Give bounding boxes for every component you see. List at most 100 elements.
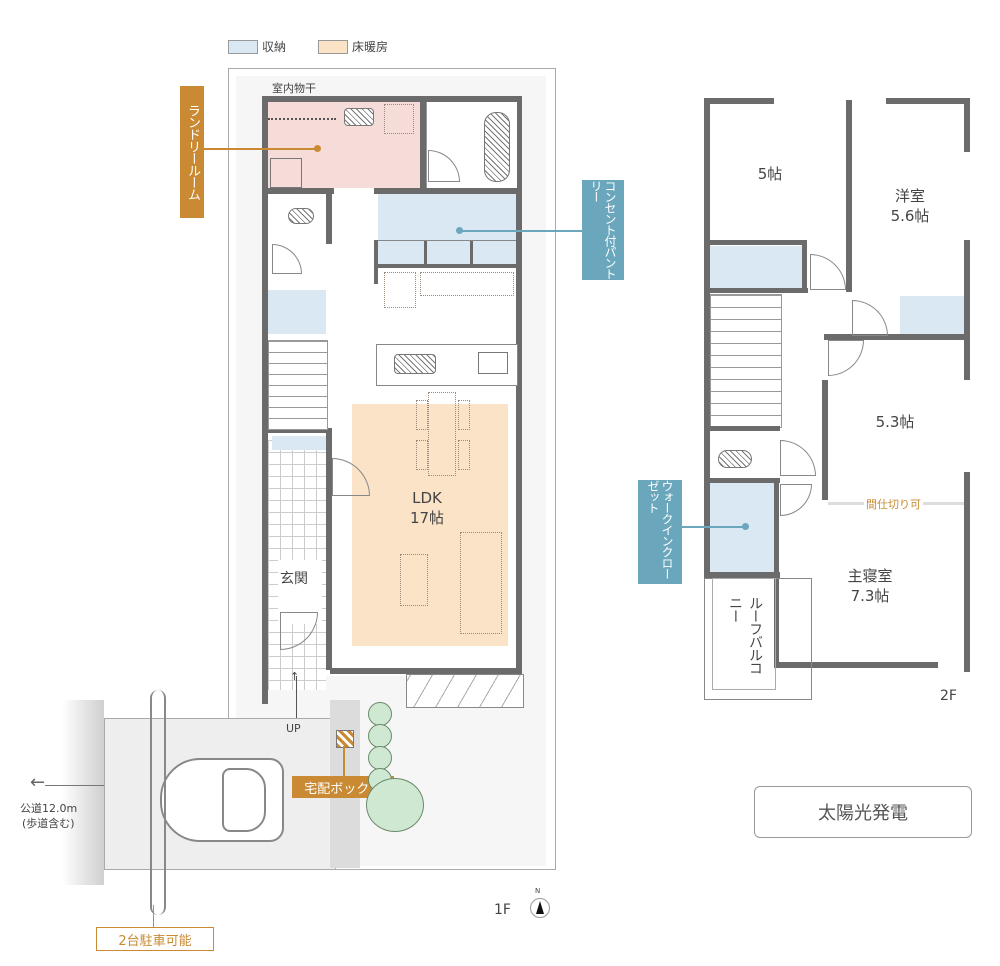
- pantry-marker: [456, 227, 463, 234]
- bathtub-icon: [484, 112, 510, 182]
- north-compass-icon: [530, 898, 550, 918]
- north-arrow: [536, 901, 544, 914]
- parking-callout-text: 2台駐車可能: [118, 933, 192, 949]
- tree-icon: [366, 778, 424, 832]
- wall: [704, 572, 780, 578]
- wall: [262, 428, 332, 433]
- road: [62, 700, 104, 885]
- solar-power-label: 太陽光発電: [818, 803, 908, 824]
- wall: [262, 96, 522, 102]
- solar-power-badge: 太陽光発電: [754, 786, 972, 838]
- wall: [424, 240, 427, 266]
- roof-balcony-label: ルーフバルコニー: [727, 596, 763, 674]
- wood-deck: [406, 674, 524, 708]
- dining-chair-icon: [416, 400, 428, 430]
- western-room-size: 5.6帖: [890, 207, 930, 225]
- delivery-box-leader: [343, 746, 345, 776]
- indoor-drying-label: 室内物干: [272, 82, 316, 95]
- north-mark: N: [535, 887, 541, 895]
- wall: [704, 288, 808, 293]
- toilet-icon: [288, 208, 314, 224]
- walk-in-closet-leader: [682, 526, 746, 528]
- wall: [704, 98, 774, 104]
- roof-balcony-inner: [712, 578, 776, 690]
- storage-2f-western: [900, 296, 964, 334]
- road-arrow-icon: ←: [30, 772, 46, 793]
- floor1-plan: ← 公道12.0m (歩道含む) 2台駐車可能 宅配ボックス 室内物干 ランドリ…: [20, 68, 624, 951]
- master-bedroom-label: 主寝室 7.3帖: [830, 566, 910, 606]
- wall: [516, 96, 522, 676]
- wall: [824, 334, 970, 340]
- dining-chair-icon: [416, 440, 428, 470]
- up-arrow-icon: ↑: [290, 670, 300, 683]
- shoe-storage: [272, 436, 326, 450]
- storage-1f-hall: [268, 290, 326, 334]
- parking-callout: 2台駐車可能: [96, 927, 214, 951]
- break-line: [150, 690, 166, 915]
- room-5-3jo-label: 5.3帖: [875, 413, 915, 431]
- drying-rack: [268, 118, 336, 121]
- laundry-room-leader: [204, 148, 318, 150]
- road-arrow-line: [45, 785, 105, 786]
- sink-icon: [270, 158, 302, 188]
- dining-table-icon: [428, 392, 456, 476]
- up-label: UP: [286, 722, 301, 735]
- stairs-1f: [268, 340, 328, 430]
- wall: [704, 426, 780, 431]
- legend-label-floor-heating: 床暖房: [352, 40, 389, 54]
- wall: [420, 96, 426, 188]
- wall: [262, 96, 268, 704]
- ldk-label: LDK 17帖: [392, 488, 462, 528]
- stove-icon: [478, 352, 508, 374]
- site-boundary: [228, 68, 556, 870]
- master-bedroom-size: 7.3帖: [850, 587, 890, 605]
- legend-swatch-floor-heating: [318, 40, 348, 54]
- delivery-box-callout-text: 宅配ボックス: [304, 781, 382, 797]
- floor1-label: 1F: [494, 902, 511, 918]
- wall: [964, 98, 970, 152]
- pantry-callout: コンセント付パントリー: [582, 180, 624, 280]
- delivery-box-icon: [336, 730, 354, 748]
- parking-leader: [153, 905, 154, 927]
- legend-label-storage: 収納: [262, 40, 287, 54]
- dining-chair-icon: [458, 400, 470, 430]
- laundry-room-marker: [314, 145, 321, 152]
- legend-swatch-storage: [228, 40, 258, 54]
- wall: [846, 100, 852, 292]
- wall: [822, 380, 828, 500]
- wall: [326, 194, 332, 244]
- wall: [704, 478, 780, 483]
- car-windshield: [222, 768, 266, 832]
- road-note-label: (歩道含む): [22, 817, 75, 830]
- laundry-counter: [384, 104, 414, 134]
- cupboard-outline: [420, 272, 514, 296]
- ldk-name: LDK: [412, 489, 442, 507]
- master-bedroom-name: 主寝室: [847, 567, 893, 585]
- dining-chair-icon: [458, 440, 470, 470]
- entrance-label: 玄関: [280, 571, 308, 587]
- pantry-shelf-line: [378, 240, 516, 241]
- refrigerator-icon: [384, 272, 416, 308]
- storage-2f-room-a: [710, 246, 802, 290]
- wall: [964, 472, 970, 672]
- wall: [330, 668, 522, 674]
- washing-machine-icon: [344, 108, 374, 126]
- ldk-floor-heating: [352, 404, 508, 646]
- stairs-2f: [710, 294, 782, 428]
- wall: [470, 240, 473, 266]
- kitchen-sink-icon: [394, 354, 436, 374]
- partition-note: 間仕切り可: [864, 496, 923, 512]
- wall: [262, 188, 334, 194]
- ldk-size: 17帖: [409, 509, 445, 527]
- wall: [774, 662, 938, 668]
- up-arrow-line: [296, 676, 297, 718]
- walk-in-closet-marker: [742, 523, 749, 530]
- wall: [374, 240, 378, 284]
- wall: [704, 98, 710, 578]
- sofa-icon: [460, 532, 502, 634]
- wall: [886, 98, 970, 104]
- room-5jo-label: 5帖: [757, 165, 783, 183]
- shrub-icon: [368, 702, 392, 726]
- wall: [374, 188, 522, 194]
